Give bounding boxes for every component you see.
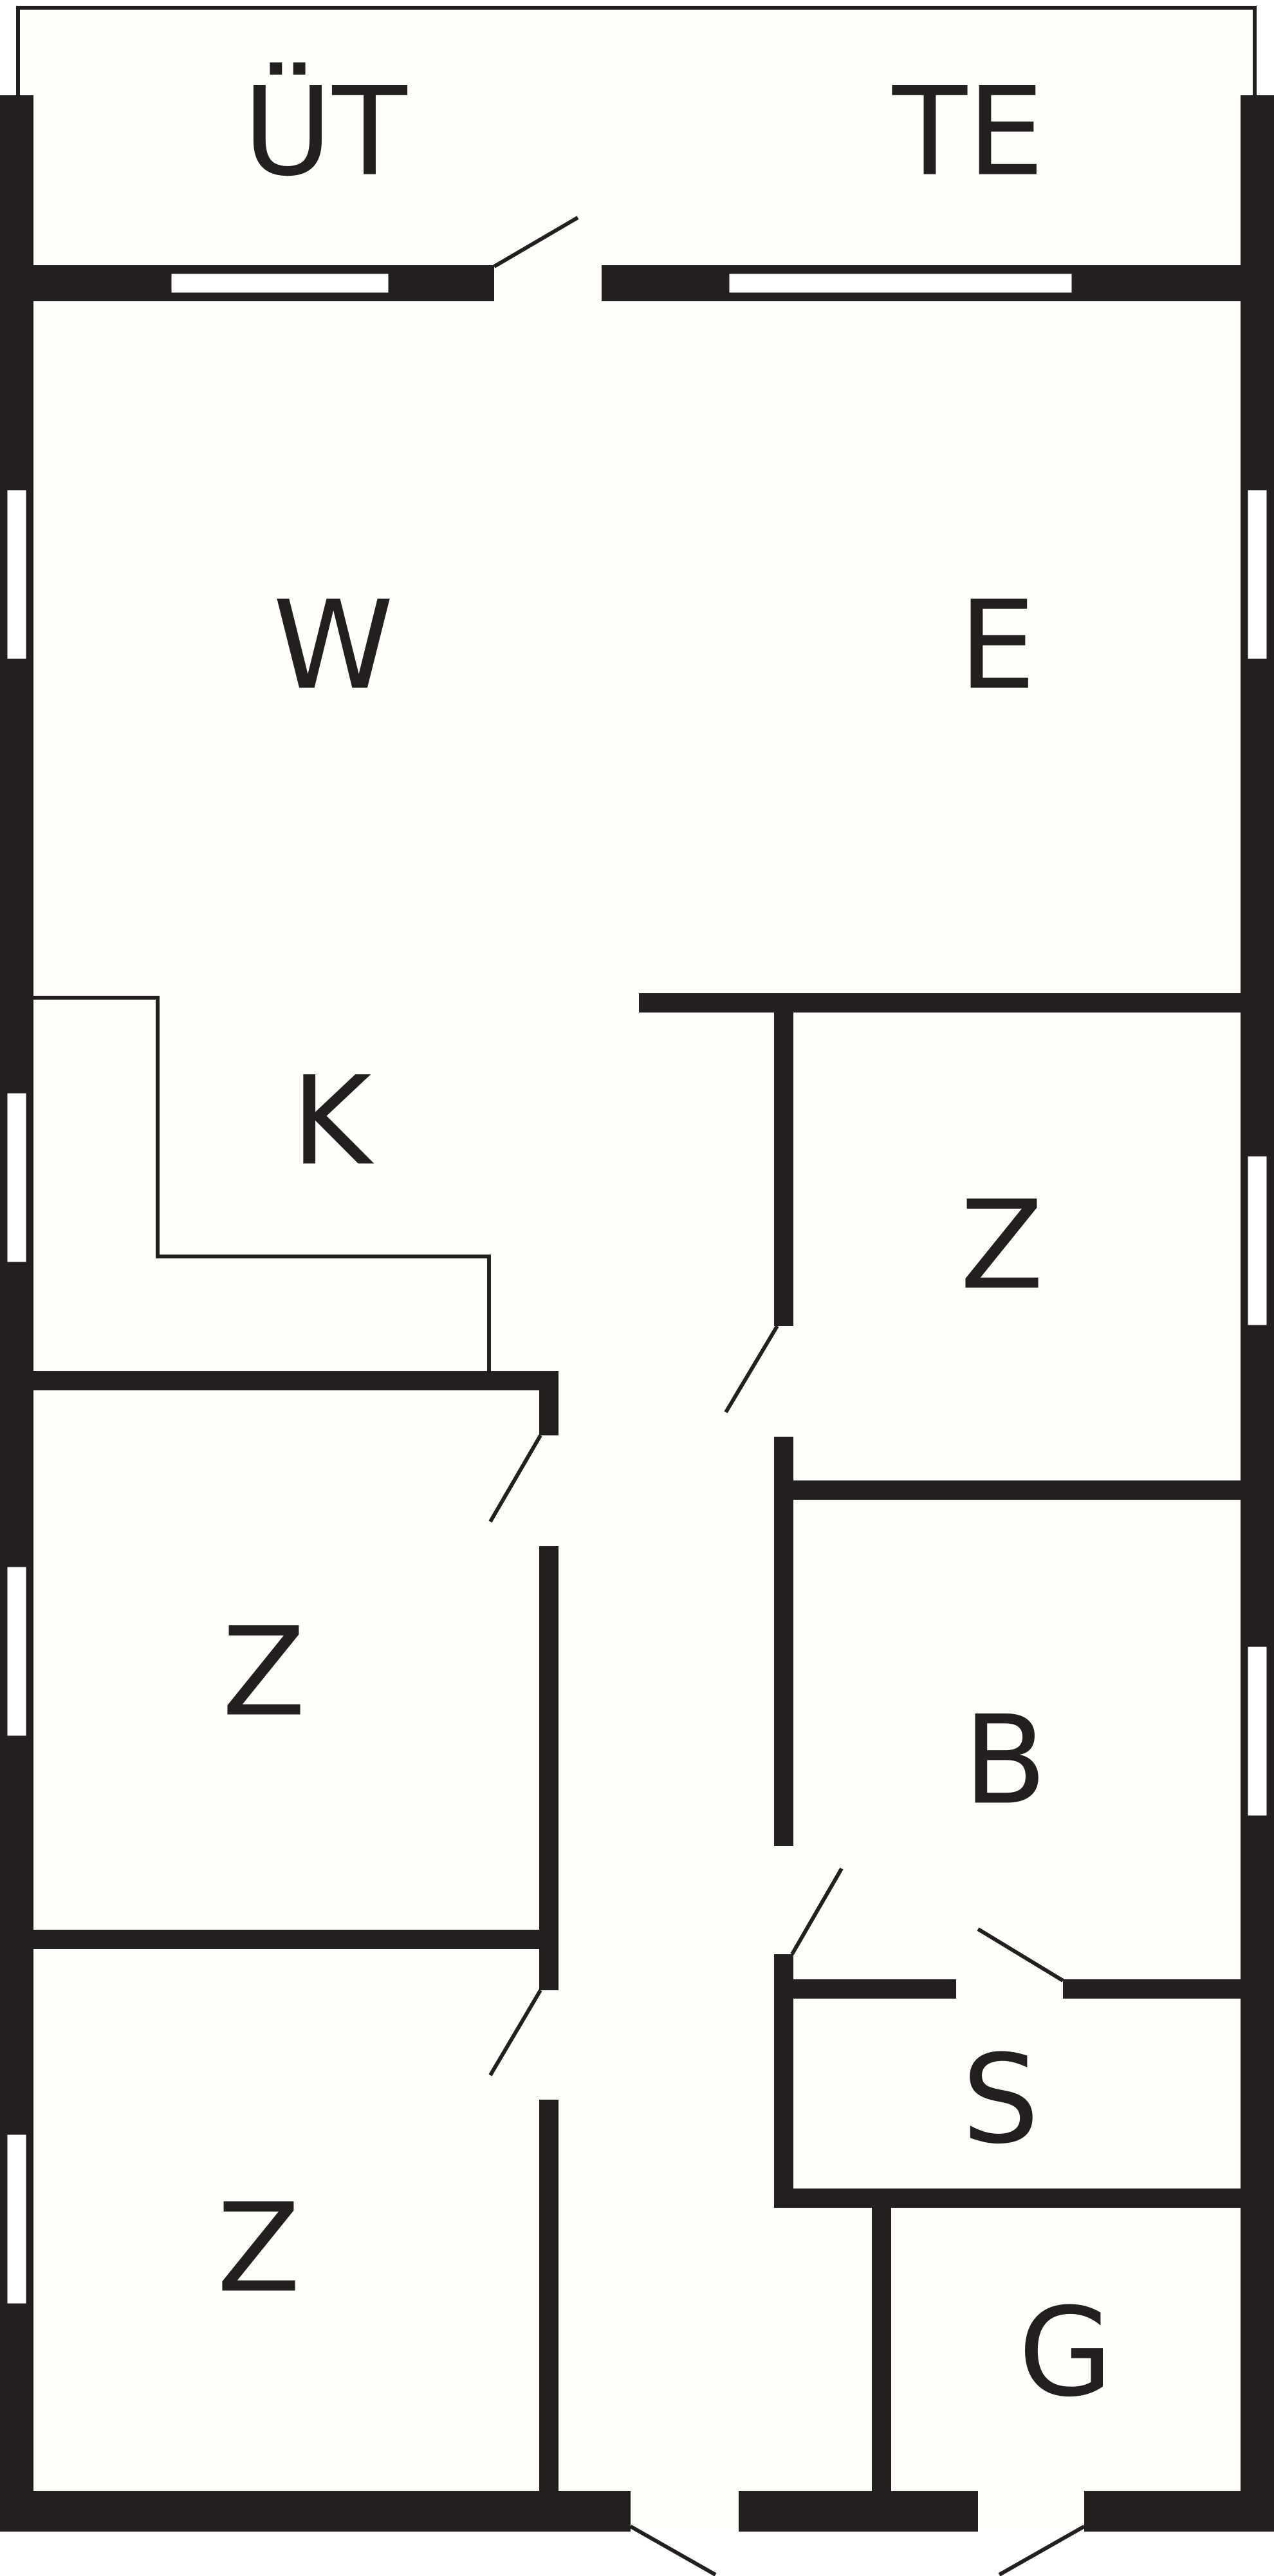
window-right-3 — [1246, 1645, 1269, 1818]
wall-kitchen-bottom — [32, 1371, 559, 1390]
door-gap-bathroom — [775, 1846, 792, 1954]
door-gap-room-left-lower — [540, 1990, 557, 2100]
room-label-balcony-left: ÜT — [243, 61, 407, 203]
door-gap-balcony — [494, 266, 602, 300]
door-leaf-bathroom — [790, 1867, 844, 1955]
wall-corridor-left-2 — [539, 1546, 559, 1990]
door-gap-garderobe — [978, 2492, 1084, 2530]
room-label-bathroom: B — [963, 1690, 1047, 1832]
room-label-room-left-lower: Z — [217, 2178, 300, 2320]
wall-room-bath-divider — [784, 1480, 1242, 1500]
door-leaf-room-left-upper — [488, 1434, 542, 1523]
door-leaf-room-left-lower — [488, 1989, 542, 2077]
room-label-room-right-upper: Z — [960, 1175, 1044, 1317]
balcony-railing — [16, 6, 1257, 97]
window-right-1 — [1246, 488, 1269, 661]
wall-corridor-left-1 — [539, 1371, 559, 1435]
wall-garderobe-left — [872, 2198, 891, 2501]
outer-wall-bottom-right — [1084, 2491, 1274, 2532]
room-label-garderobe: G — [1018, 2282, 1112, 2424]
door-leaf-balcony — [493, 216, 579, 268]
window-balcony-right — [727, 272, 1074, 295]
door-leaf-garderobe — [998, 2525, 1085, 2576]
wall-hall-top — [639, 993, 1242, 1013]
window-left-3 — [5, 1565, 28, 1738]
wall-corridor-left-3 — [539, 2100, 559, 2499]
door-gap-entrance — [631, 2492, 739, 2530]
window-left-2 — [5, 1091, 28, 1264]
kitchen-counter — [33, 996, 491, 1372]
door-leaf-storage — [977, 1927, 1064, 1983]
door-gap-room-left-upper — [540, 1435, 557, 1546]
wall-bath-storage-left — [784, 1979, 956, 1999]
wall-corridor-right-1 — [774, 1003, 793, 1326]
room-label-room-left-upper: Z — [222, 1601, 306, 1744]
door-gap-storage — [956, 1981, 1063, 1997]
door-gap-room-right-upper — [775, 1326, 792, 1437]
room-label-kitchen: K — [291, 1050, 374, 1193]
room-label-storage: S — [962, 2029, 1040, 2171]
floor-area — [32, 296, 1242, 2497]
room-label-balcony-right: TE — [892, 61, 1044, 203]
door-leaf-room-right-upper — [724, 1325, 779, 1414]
outer-wall-bottom-left — [0, 2491, 631, 2532]
outer-wall-bottom-mid — [739, 2491, 978, 2532]
window-left-4 — [5, 2133, 28, 2306]
window-left-1 — [5, 488, 28, 661]
room-label-living-left: W — [273, 575, 394, 717]
door-leaf-entrance — [629, 2525, 717, 2576]
window-right-2 — [1246, 1154, 1269, 1327]
wall-bath-storage-right — [1063, 1979, 1242, 1999]
wall-corridor-right-2 — [774, 1437, 793, 1846]
wall-rooms-left-divider — [32, 1930, 549, 1949]
wall-storage-bottom — [774, 2189, 1242, 2208]
balcony-floor — [18, 8, 1255, 272]
window-balcony-left — [169, 272, 391, 295]
room-label-living-right: E — [959, 575, 1036, 717]
